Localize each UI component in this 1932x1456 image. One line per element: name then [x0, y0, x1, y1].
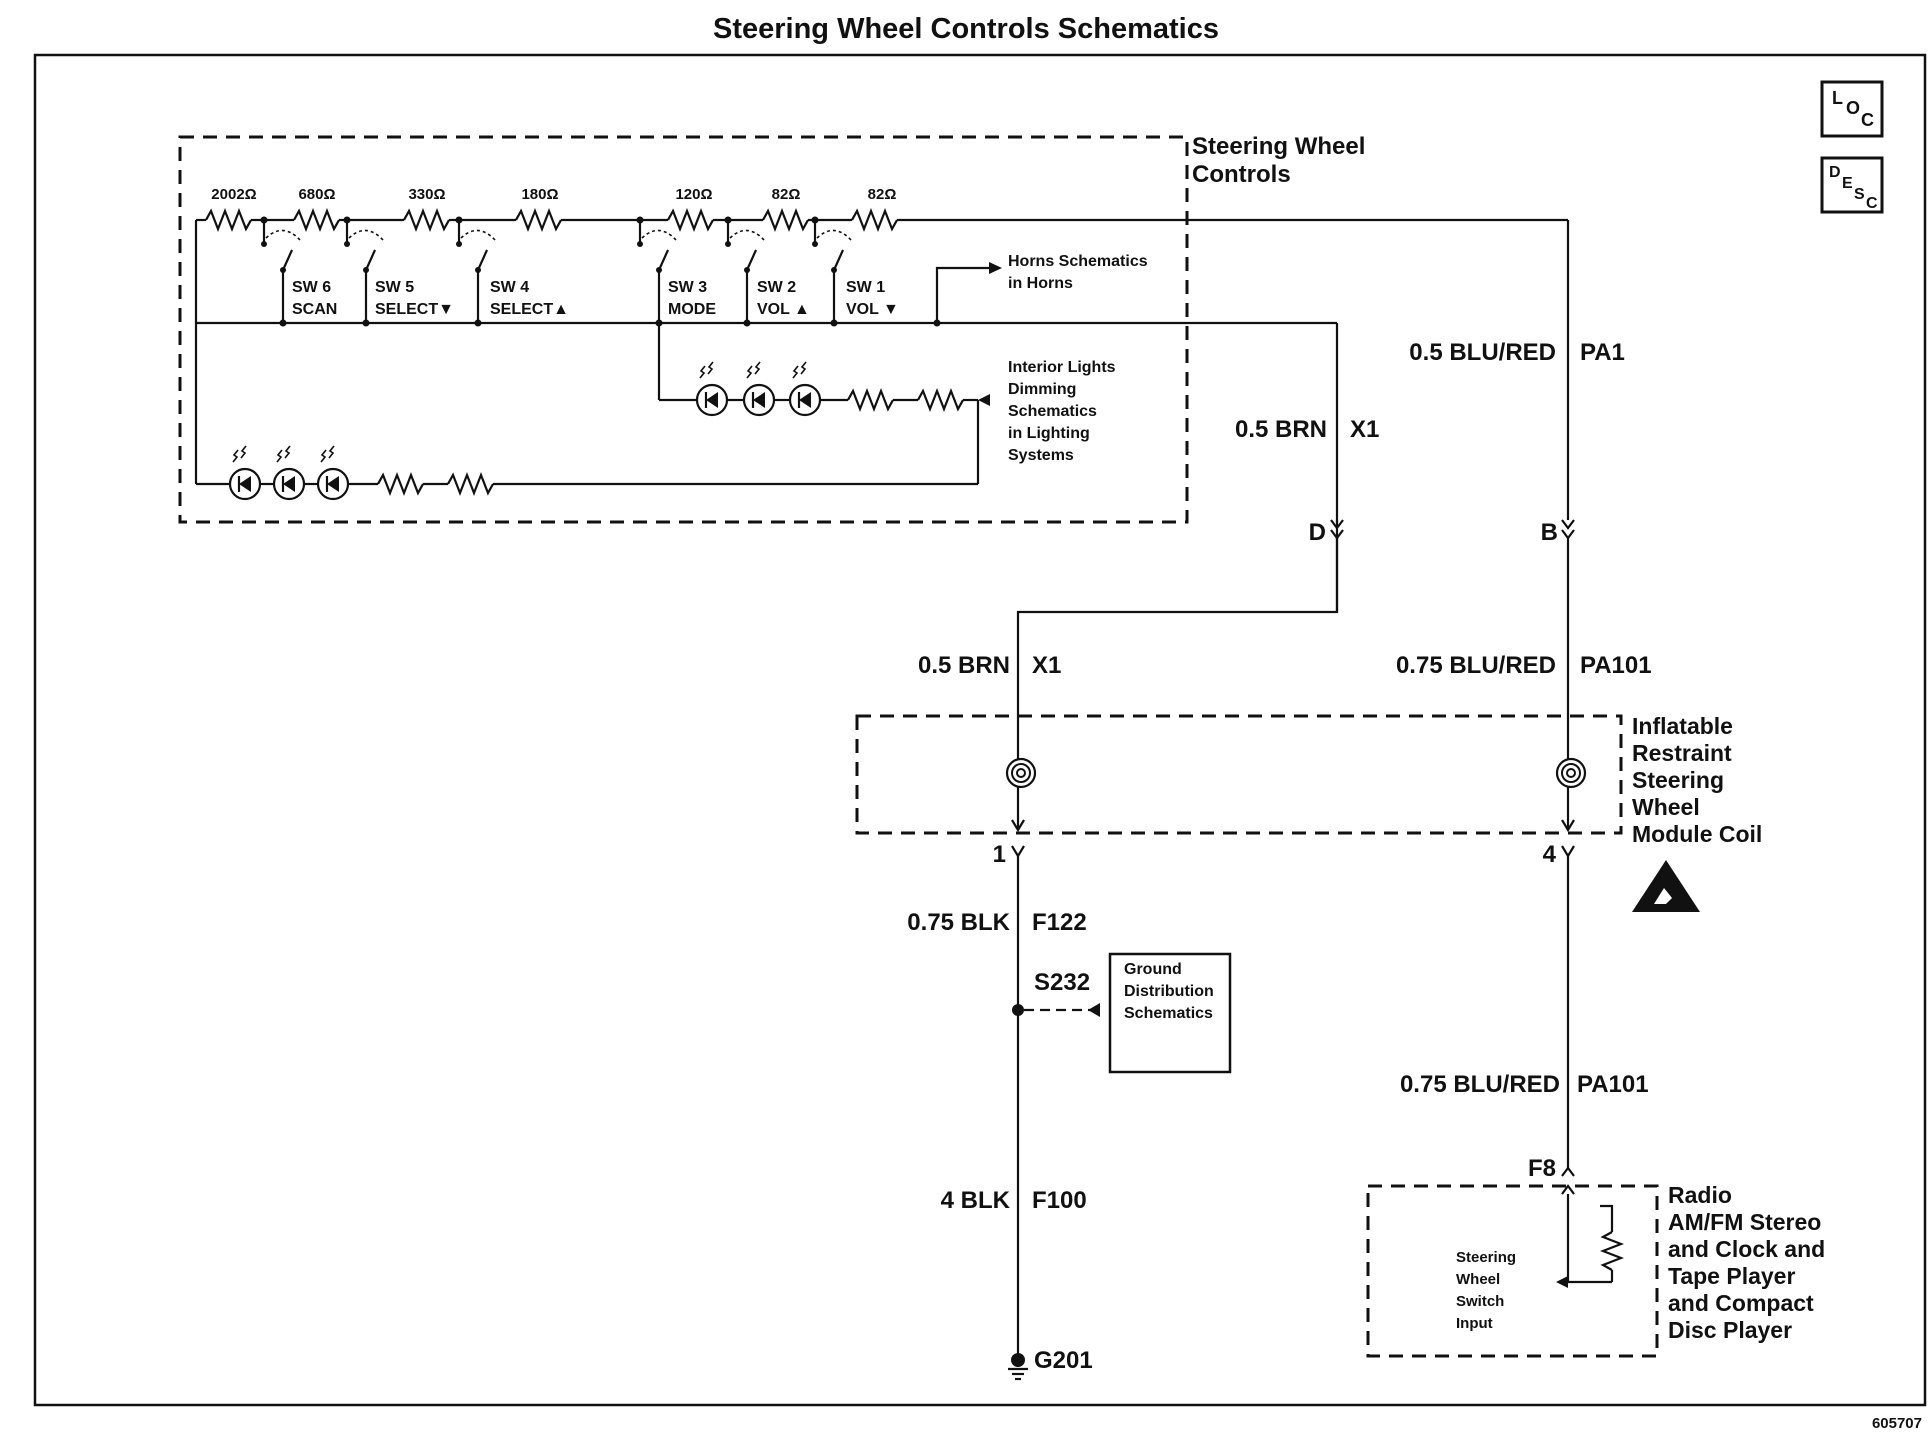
steering-wheel-controls-box	[178, 135, 1189, 524]
switch-sw6	[261, 220, 301, 323]
radio-input-label: Steering Wheel Switch Input	[1456, 1249, 1520, 1332]
led-icon	[788, 361, 822, 417]
wire-label: 0.75 BLU/RED	[1400, 1071, 1560, 1098]
wire-circuit: F100	[1032, 1187, 1087, 1214]
page-title: Steering Wheel Controls Schematics	[713, 13, 1219, 45]
wire-circuit: F122	[1032, 909, 1087, 936]
led-string-upper	[657, 323, 978, 413]
connector-pin4	[1561, 845, 1575, 1168]
svg-text:L: L	[1832, 88, 1843, 108]
connector-label: 4	[1543, 841, 1557, 868]
coil-label: Inflatable Restraint Steering Wheel Modu…	[1632, 713, 1762, 847]
coil-icon	[1005, 712, 1037, 833]
wire-label: 4 BLK	[941, 1187, 1011, 1214]
resistor-value: 180Ω	[521, 186, 558, 203]
radio-box	[1366, 1184, 1659, 1358]
wire-label: 0.75 BLU/RED	[1396, 652, 1556, 679]
switch-sw4	[456, 220, 496, 323]
svg-text:Ground Distribution: Ground Distribution Schematics	[1124, 961, 1218, 1022]
coil-icon	[1555, 712, 1587, 833]
svg-text:Interior Lights Dimming: Interior Lights Dimming Schematics in Li…	[1008, 359, 1120, 464]
svg-text:D: D	[1829, 164, 1841, 181]
svg-text:O: O	[1846, 98, 1860, 118]
switch-sw3	[637, 220, 677, 323]
figure-id: 605707	[1872, 1415, 1922, 1432]
steering-wheel-switch-input	[1556, 1204, 1625, 1288]
led-icon	[742, 361, 776, 417]
steering-wheel-controls-label: Steering Wheel Controls	[1192, 133, 1372, 188]
connector-label: B	[1541, 519, 1558, 546]
diagram-frame	[33, 53, 1927, 1407]
loc-icon[interactable]: L O C	[1820, 80, 1884, 138]
switch-sw2	[725, 220, 765, 323]
connector-pin1	[1011, 845, 1025, 1367]
led-icon	[316, 445, 350, 501]
ground-label: G201	[1034, 1347, 1093, 1374]
resistor-value: 330Ω	[408, 186, 445, 203]
resistor-value: 2002Ω	[211, 186, 256, 203]
wire-circuit: PA101	[1577, 1071, 1649, 1098]
resistor-value: 82Ω	[772, 186, 801, 203]
connector-b	[1561, 519, 1575, 712]
desc-icon[interactable]: D E S C	[1820, 156, 1884, 214]
ground-distribution-reference[interactable]: Ground Distribution Schematics	[1108, 952, 1232, 1074]
led-string-lower	[194, 323, 990, 497]
led-icon	[272, 445, 306, 501]
wire-label: 0.5 BRN	[918, 652, 1010, 679]
connector-label: D	[1309, 519, 1326, 546]
wire-circuit: PA1	[1580, 339, 1625, 366]
switch-sw5	[344, 220, 384, 323]
resistor-ladder	[194, 207, 1568, 323]
connector-d	[1016, 519, 1344, 712]
connector-label: F8	[1528, 1155, 1556, 1182]
resistor-value: 120Ω	[675, 186, 712, 203]
ground-icon	[1008, 1353, 1028, 1381]
wire-circuit: X1	[1350, 416, 1379, 443]
switch-sw1	[812, 220, 852, 323]
wire-label: 0.5 BRN	[1235, 416, 1327, 443]
wire-label: 0.75 BLK	[907, 909, 1010, 936]
connector-label: 1	[993, 841, 1006, 868]
led-icon	[228, 445, 262, 501]
led-icon	[695, 361, 729, 417]
svg-text:C: C	[1861, 110, 1874, 130]
coil-box	[855, 714, 1623, 835]
svg-text:C: C	[1866, 195, 1878, 212]
wire-label: 0.5 BLU/RED	[1409, 339, 1556, 366]
radio-label: Radio AM/FM Stereo and Clock and Tape Pl…	[1668, 1182, 1832, 1343]
wire-circuit: PA101	[1580, 652, 1652, 679]
svg-text:E: E	[1842, 175, 1853, 192]
common-return-line	[196, 319, 1339, 612]
resistor-value: 82Ω	[868, 186, 897, 203]
splice-label: S232	[1034, 969, 1090, 996]
svg-text:S: S	[1854, 186, 1865, 203]
sir-warning-icon	[1632, 860, 1700, 912]
interior-lights-reference[interactable]: Interior Lights Dimming Schematics in Li…	[1008, 359, 1120, 464]
resistor-value: 680Ω	[298, 186, 335, 203]
splice-s232	[1012, 1003, 1100, 1017]
connector-f8	[1561, 1166, 1575, 1282]
wire-circuit: X1	[1032, 652, 1061, 679]
